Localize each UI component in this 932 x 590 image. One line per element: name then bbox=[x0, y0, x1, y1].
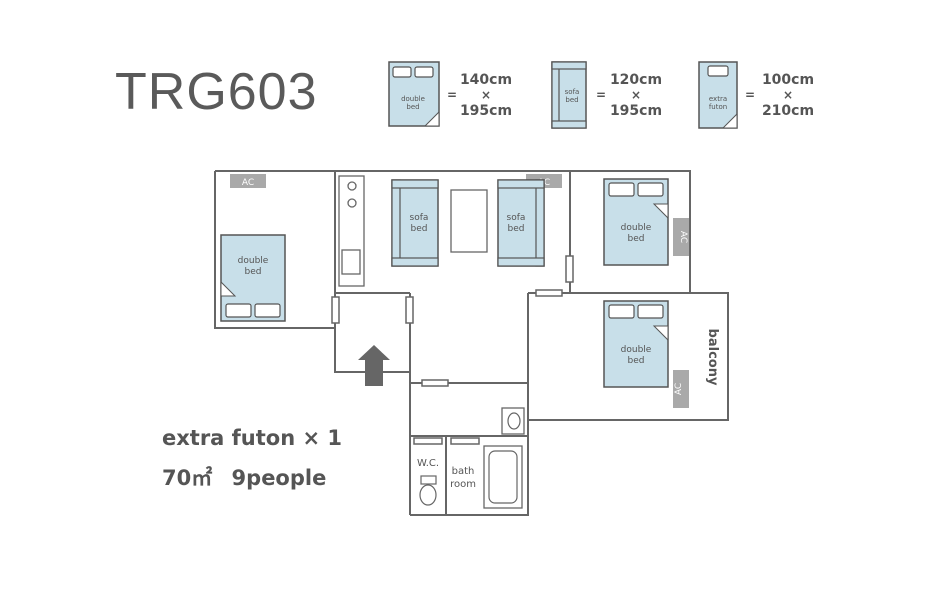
svg-text:AC: AC bbox=[242, 178, 254, 188]
legend-futon-label-2: futon bbox=[709, 103, 727, 111]
svg-text:bed: bed bbox=[411, 224, 428, 234]
legend-double-bed: double bed = 140cm × 195cm bbox=[388, 61, 512, 127]
kitchen-counter bbox=[338, 175, 365, 287]
door-bath bbox=[450, 437, 480, 445]
svg-text:double: double bbox=[621, 223, 652, 233]
door-kitchen bbox=[565, 255, 574, 283]
legend-extra-futon: extra futon = 100cm × 210cm bbox=[698, 61, 814, 129]
doors bbox=[331, 255, 574, 445]
area-value: 70㎡ bbox=[162, 466, 213, 490]
floor-plan bbox=[214, 170, 729, 516]
legend-double-label-2: bed bbox=[406, 103, 419, 111]
double-bed-right-bottom: double bed bbox=[603, 300, 669, 388]
svg-text:AC: AC bbox=[674, 383, 684, 395]
legend-sofa-times: × bbox=[631, 88, 641, 102]
double-bed-right-top: double bed bbox=[603, 178, 669, 266]
legend-double-equals: = bbox=[447, 88, 457, 102]
svg-text:double: double bbox=[238, 256, 269, 266]
outer-wall-top bbox=[215, 170, 691, 293]
door-wc bbox=[413, 437, 443, 445]
door-corridor bbox=[421, 379, 449, 387]
door-entrance bbox=[405, 296, 414, 324]
legend-futon-label-1: extra bbox=[709, 95, 727, 103]
legend-futon-times: × bbox=[783, 88, 793, 102]
bathtub: bath room bbox=[450, 445, 523, 509]
balcony-label: balcony bbox=[705, 329, 720, 386]
svg-text:bed: bed bbox=[628, 356, 645, 366]
legend-sofa-equals: = bbox=[596, 88, 606, 102]
toilet: W.C. bbox=[417, 458, 439, 506]
outer-wall-left bbox=[214, 171, 335, 329]
legend-double-width: 140cm bbox=[460, 72, 512, 88]
area-capacity-note: 70㎡ 9people bbox=[162, 462, 326, 492]
double-bed-left: double bed bbox=[220, 234, 286, 322]
capacity-value: 9people bbox=[231, 466, 327, 490]
svg-text:bed: bed bbox=[628, 234, 645, 244]
svg-text:sofa: sofa bbox=[410, 213, 429, 223]
wc-label: W.C. bbox=[417, 458, 439, 469]
ac-right-room-1 bbox=[673, 218, 689, 256]
extra-futon-note: extra futon × 1 bbox=[162, 426, 342, 450]
legend-double-times: × bbox=[481, 88, 491, 102]
legend-sofa-bed: sofa bed = 120cm × 195cm bbox=[551, 61, 662, 129]
wall-bath bbox=[410, 420, 529, 516]
sofa-bed-2: sofa bed bbox=[497, 179, 545, 267]
svg-text:bath: bath bbox=[452, 466, 475, 477]
legend-futon-length: 210cm bbox=[762, 103, 814, 119]
sofa-bed-1: sofa bed bbox=[391, 179, 439, 267]
coffee-table bbox=[450, 189, 488, 253]
wall-left-room bbox=[334, 171, 410, 373]
ac-left-room bbox=[230, 174, 266, 188]
legend-sofa-label-2: bed bbox=[565, 96, 578, 104]
svg-text:sofa: sofa bbox=[507, 213, 526, 223]
legend-futon-equals: = bbox=[745, 88, 755, 102]
balcony-outline bbox=[690, 292, 729, 421]
ac-right-room-2 bbox=[673, 370, 689, 408]
legend-double-label-1: double bbox=[401, 95, 425, 103]
svg-text:AC: AC bbox=[678, 231, 688, 243]
svg-text:bed: bed bbox=[508, 224, 525, 234]
entrance-arrow bbox=[358, 345, 390, 386]
ac-units: AC AC AC AC bbox=[230, 174, 689, 408]
bathroom-sink bbox=[501, 407, 525, 435]
plan-title: TRG603 bbox=[115, 63, 318, 121]
svg-text:bed: bed bbox=[245, 267, 262, 277]
legend-sofa-width: 120cm bbox=[610, 72, 662, 88]
legend-sofa-label-1: sofa bbox=[565, 88, 580, 96]
door-right-room bbox=[535, 289, 563, 297]
svg-text:double: double bbox=[621, 345, 652, 355]
svg-text:room: room bbox=[450, 479, 476, 490]
legend-sofa-length: 195cm bbox=[610, 103, 662, 119]
legend-double-length: 195cm bbox=[460, 103, 512, 119]
door-left-room bbox=[331, 296, 340, 324]
legend-futon-width: 100cm bbox=[762, 72, 814, 88]
